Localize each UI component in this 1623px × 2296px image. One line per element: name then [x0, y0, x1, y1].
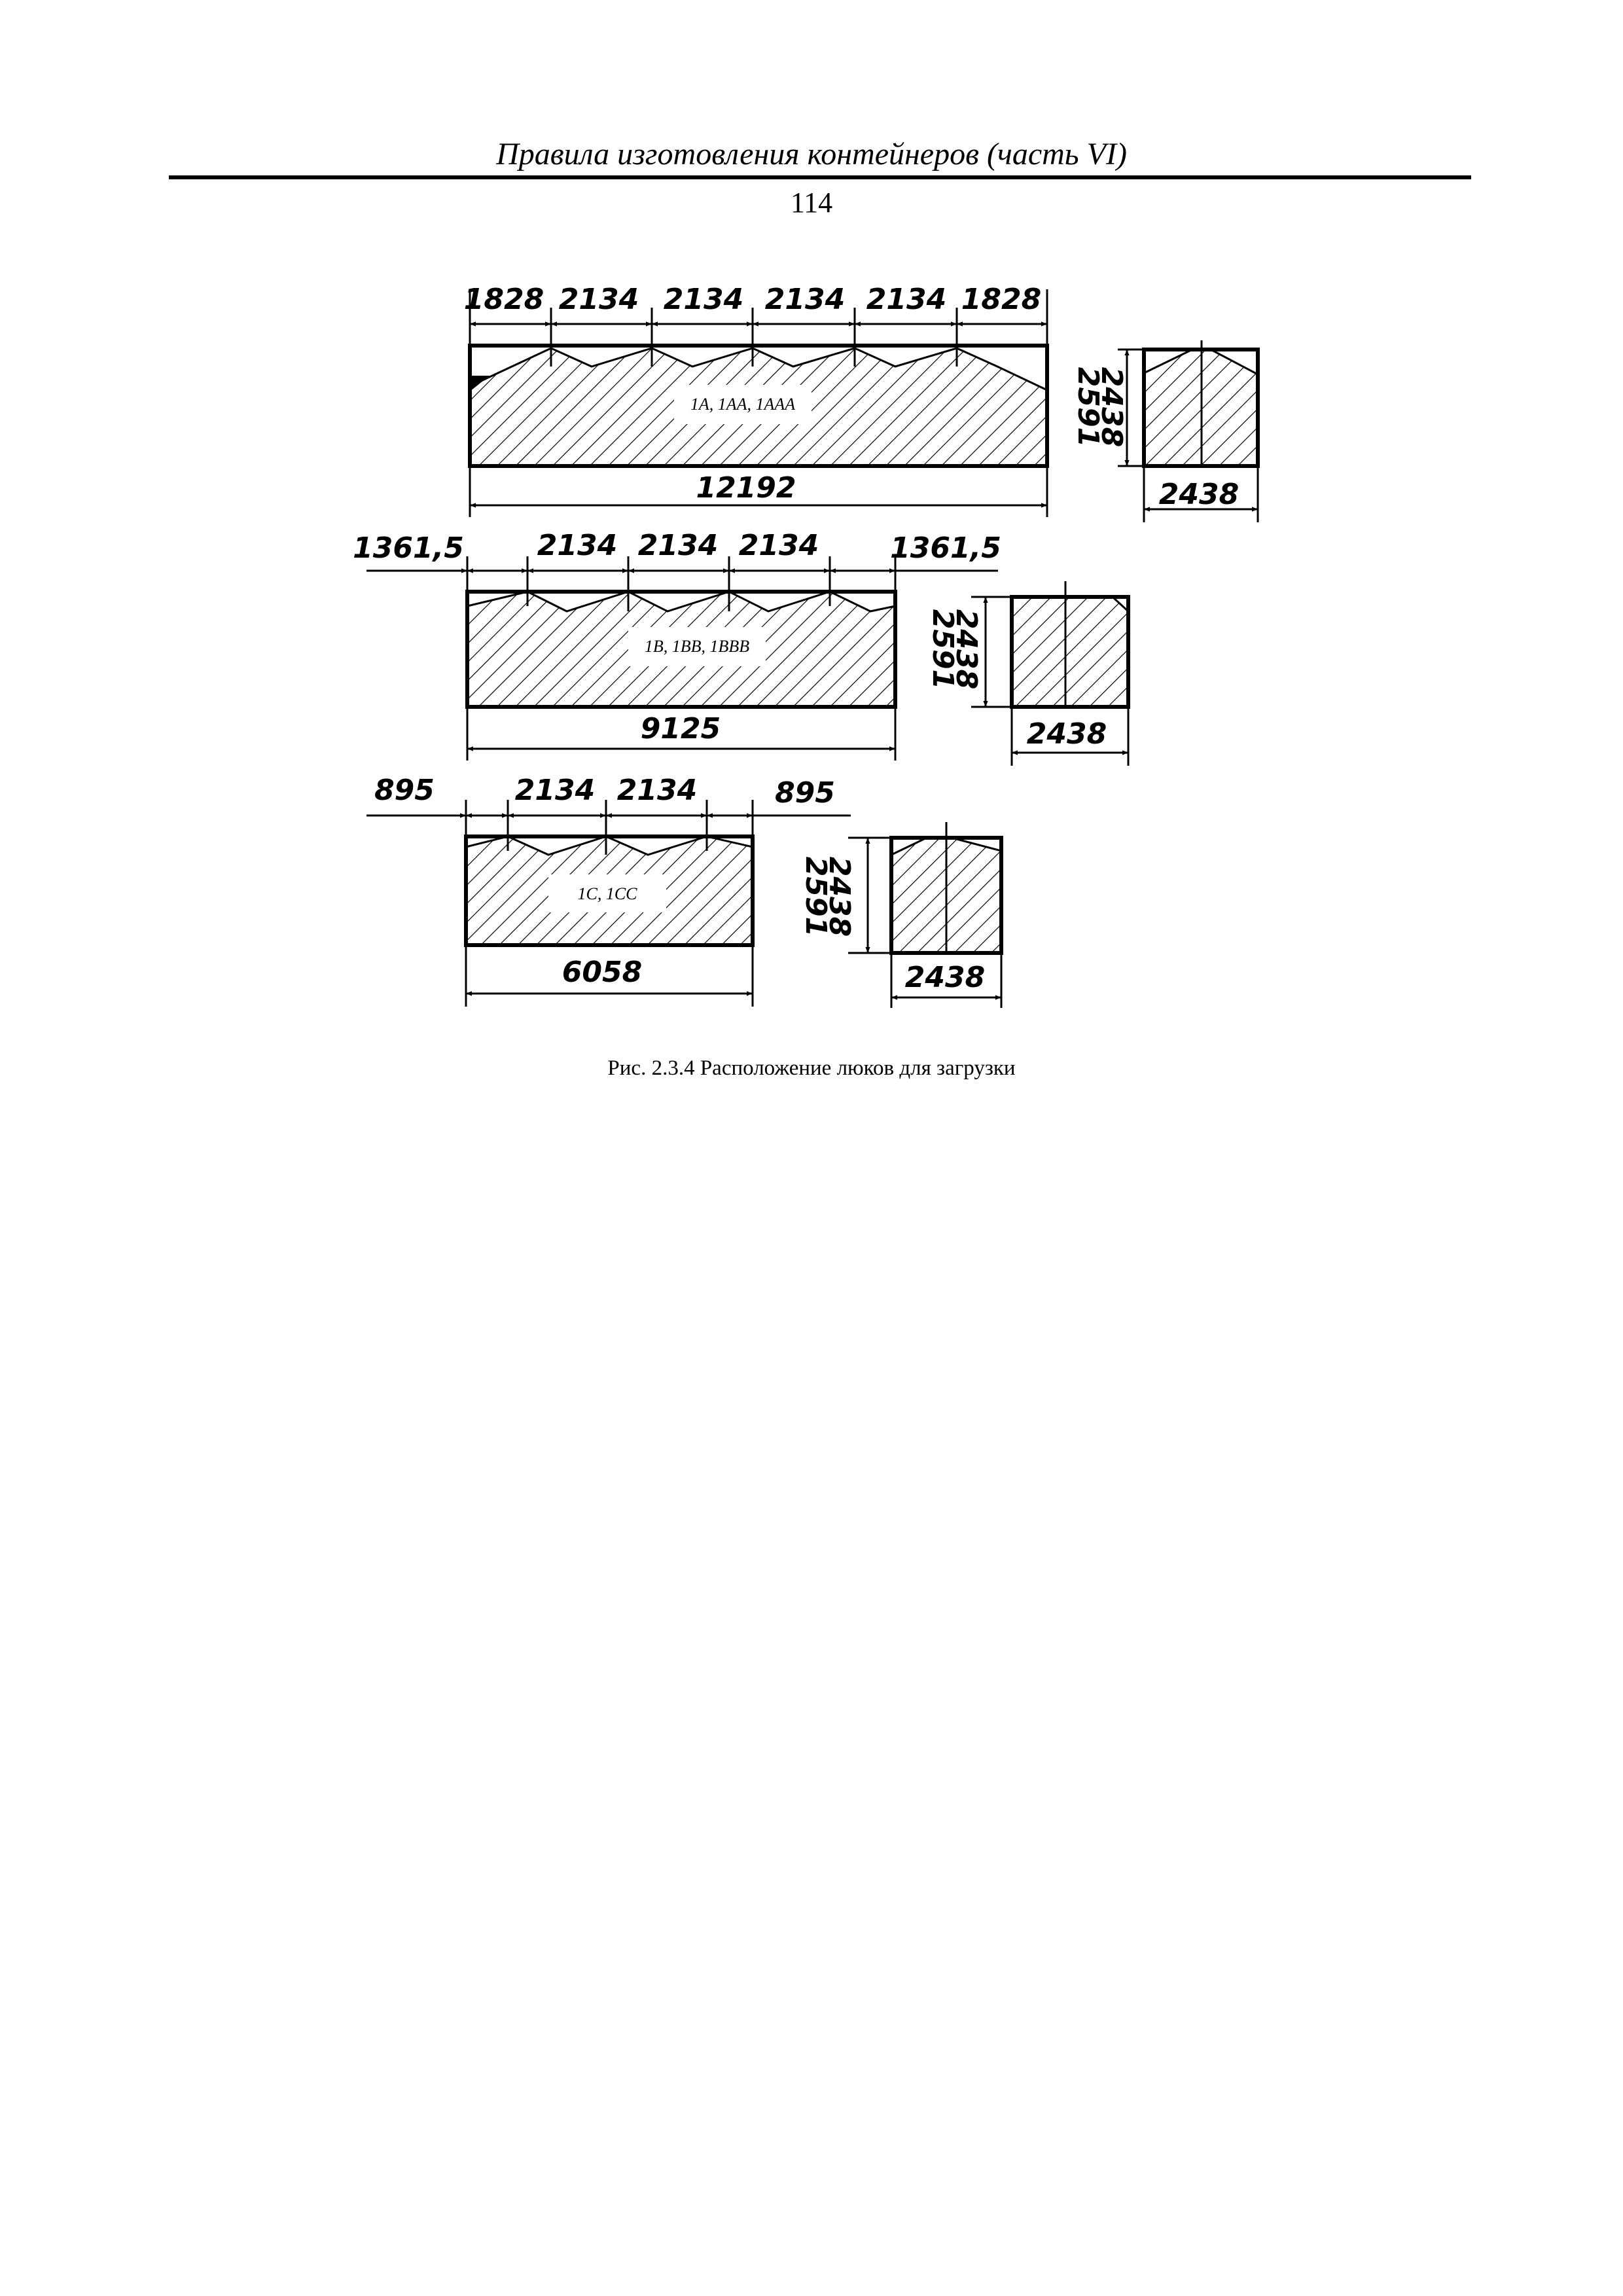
dim-1b-height-outer: 2591	[926, 609, 959, 689]
running-header-title: Правила изготовления контейнеров (часть …	[496, 137, 1127, 171]
loading-hatches-figure: 1A, 1AA, 1AAA 1828 2134 2134 2134 2134 1…	[353, 283, 1260, 1008]
dim-1a-hatch-4: 2134	[866, 283, 946, 316]
dim-1c-hatch-2: 2134	[617, 774, 697, 807]
dim-1b-length: 9125	[641, 712, 721, 745]
container-1a-side-view: 1A, 1AA, 1AAA 1828 2134 2134 2134 2134 1…	[464, 283, 1049, 517]
container-1b-outline	[465, 590, 897, 709]
dim-1c-end-right: 895	[775, 776, 835, 810]
dim-1a-width: 2438	[1159, 478, 1239, 511]
page-number: 114	[790, 187, 833, 219]
dim-1b-height-inner: 2438	[950, 609, 983, 689]
dim-1b-end-left: 1361,5	[353, 531, 464, 565]
container-1c-outline	[464, 834, 755, 947]
dim-1b-end-right: 1361,5	[890, 531, 1001, 565]
dim-1c-hatch-1: 2134	[515, 774, 595, 807]
container-1b-side-view: 1B, 1BB, 1BBB 1361,5 2134 2134 2134 1361…	[353, 529, 1001, 761]
dim-1b-hatch-1: 2134	[537, 529, 617, 562]
dim-1c-length: 6058	[562, 956, 642, 989]
dim-1a-hatch-2: 2134	[664, 283, 743, 316]
container-1a-label: 1A, 1AA, 1AAA	[690, 395, 795, 414]
dim-1a-hatch-1: 2134	[559, 283, 639, 316]
dim-1a-height-inner: 2438	[1095, 367, 1128, 447]
container-1c-end-view: 2591 2438 2438	[799, 822, 1003, 1008]
dim-1c-height-inner: 2438	[823, 857, 856, 937]
dim-1b-width: 2438	[1027, 717, 1107, 751]
container-1a-outline	[468, 344, 1049, 468]
dim-1a-height-outer: 2591	[1071, 367, 1105, 447]
container-1c-side-view: 1C, 1CC 895 2134 2134 895 6058	[366, 774, 851, 1007]
dim-1c-height-outer: 2591	[799, 857, 832, 937]
dim-1a-hatch-3: 2134	[765, 283, 845, 316]
header-rule	[169, 175, 1471, 179]
container-1c-label: 1C, 1CC	[577, 884, 637, 903]
dim-1b-hatch-3: 2134	[739, 529, 819, 562]
dim-1a-length: 12192	[696, 471, 796, 505]
figure-caption: Рис. 2.3.4 Расположение люков для загруз…	[607, 1056, 1016, 1080]
container-1b-end-hatched-area	[1010, 596, 1130, 708]
dim-1b-hatch-2: 2134	[638, 529, 718, 562]
dim-1c-end-left: 895	[374, 774, 435, 807]
container-1b-end-view: 2591 2438 2438	[926, 581, 1130, 766]
dim-1a-end-left: 1828	[464, 283, 544, 316]
container-1a-end-view: 2591 2438 2438	[1071, 340, 1260, 522]
container-1b-end-outline	[1010, 595, 1130, 709]
container-1b-label: 1B, 1BB, 1BBB	[645, 637, 749, 656]
dim-1a-end-right: 1828	[961, 283, 1041, 316]
dim-1c-width: 2438	[905, 961, 985, 994]
